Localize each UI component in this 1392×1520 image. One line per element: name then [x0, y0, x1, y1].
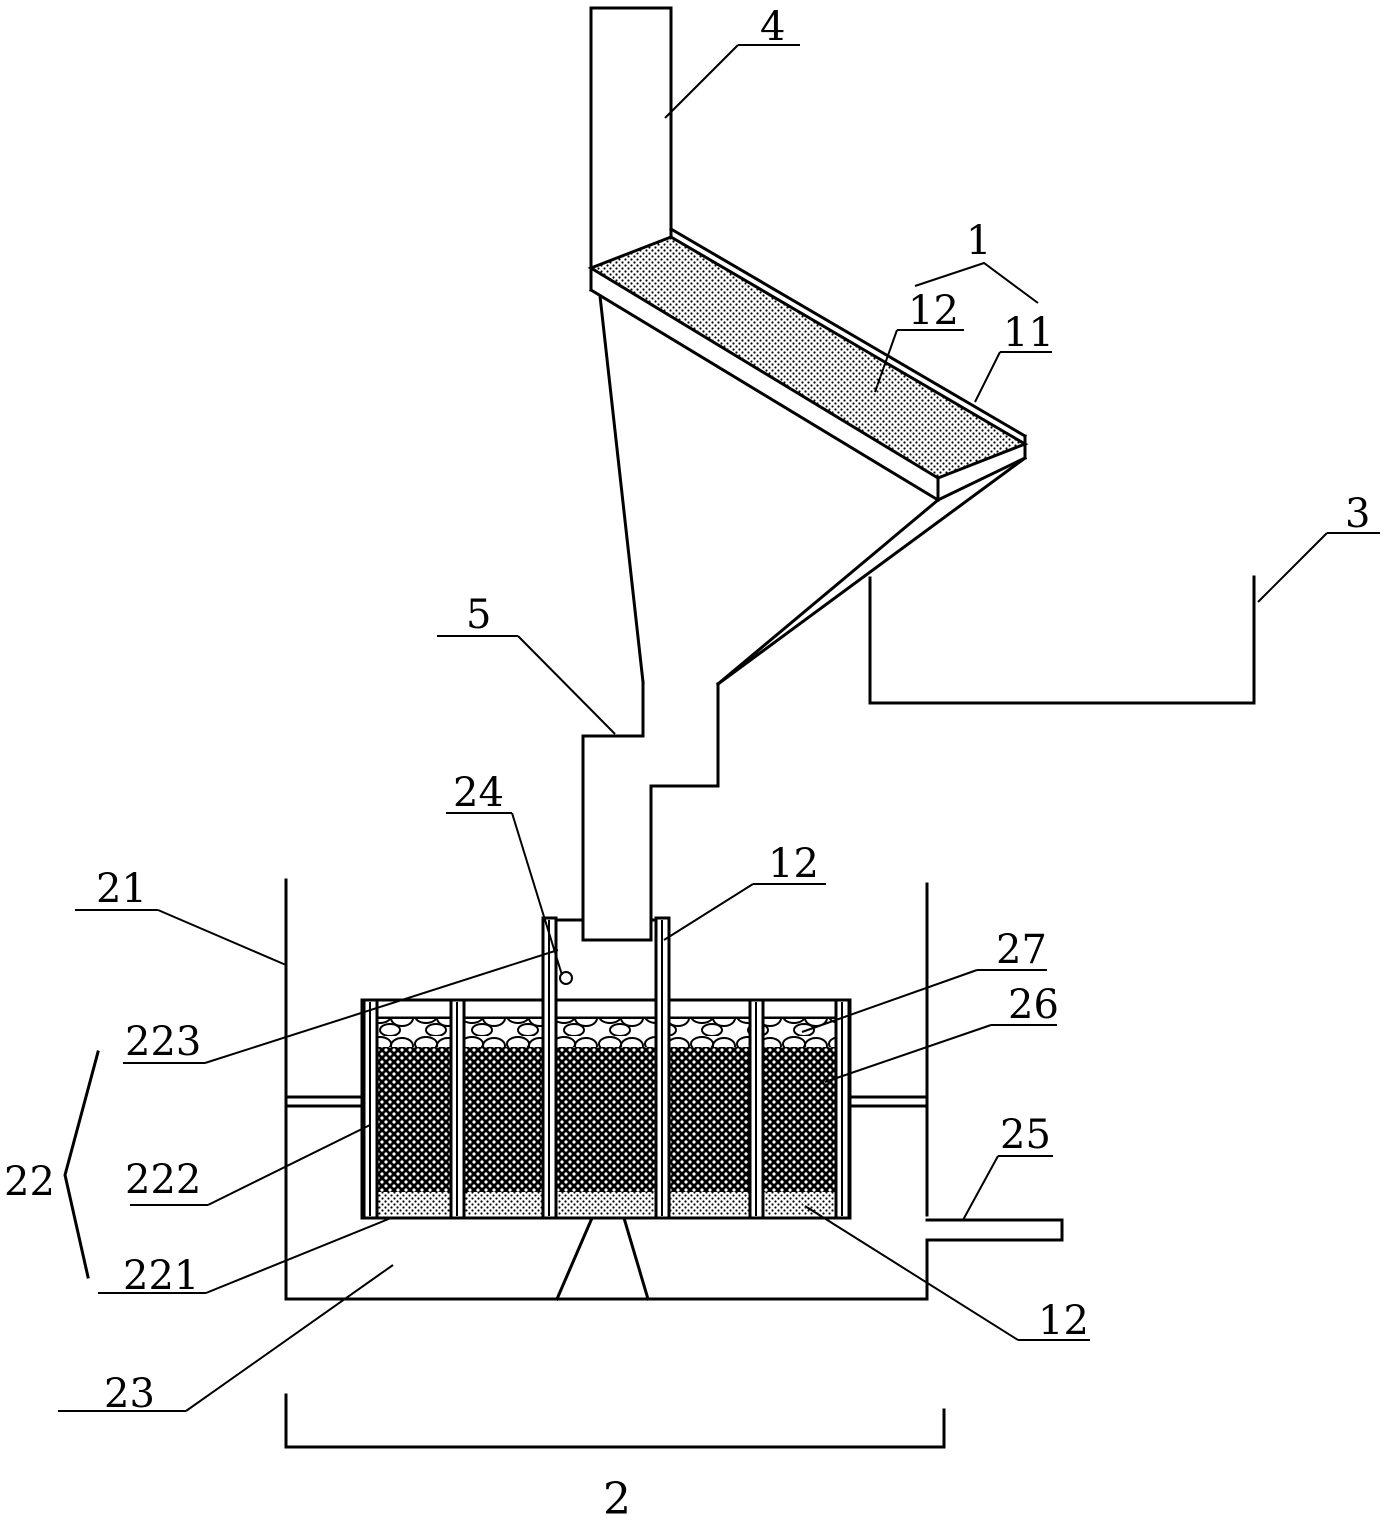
label-23: 23 [104, 1371, 155, 1417]
label-2: 2 [603, 1474, 631, 1520]
pipe-4 [589, 6, 673, 272]
label-12-screen: 12 [908, 288, 959, 334]
label-24: 24 [453, 770, 504, 816]
labels: 4 1 12 11 3 5 24 12 21 27 26 223 22 222 … [4, 4, 1370, 1520]
label-1: 1 [966, 218, 991, 264]
trough-3 [868, 575, 1256, 705]
leader-lines [58, 44, 1380, 1412]
label-25: 25 [1000, 1112, 1051, 1158]
filter-cartridge-22 [360, 916, 852, 1220]
tank-21 [284, 878, 1064, 1301]
label-27: 27 [996, 927, 1047, 973]
hopper [581, 294, 1028, 942]
label-5: 5 [466, 592, 491, 638]
label-221: 221 [123, 1253, 199, 1299]
label-223: 223 [125, 1019, 201, 1065]
brace-22 [63, 1050, 100, 1279]
label-3: 3 [1345, 491, 1370, 537]
label-4: 4 [760, 4, 785, 50]
label-11: 11 [1003, 310, 1054, 356]
label-26: 26 [1008, 982, 1059, 1028]
bracket-2 [284, 1393, 946, 1449]
label-12-bottom: 12 [1038, 1298, 1089, 1344]
label-12-pipe: 12 [768, 841, 819, 887]
inclined-screen-1 [587, 226, 1029, 503]
label-21: 21 [96, 866, 147, 912]
label-222: 222 [125, 1157, 201, 1203]
label-22: 22 [4, 1159, 55, 1205]
